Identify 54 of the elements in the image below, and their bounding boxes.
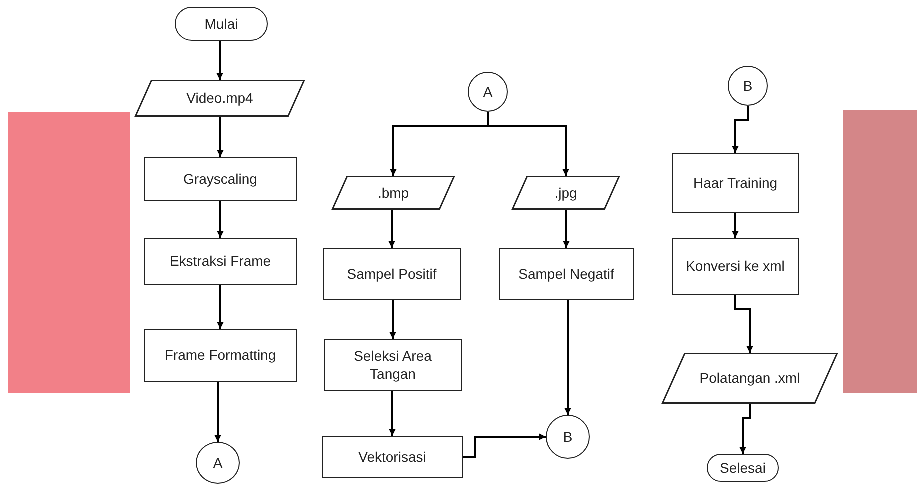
- arrow: [217, 285, 224, 329]
- data-parallelogram: [332, 176, 455, 210]
- data-parallelogram: [135, 80, 305, 117]
- arrow: [216, 41, 224, 80]
- terminal-shape: [175, 7, 268, 41]
- arrow: [214, 382, 222, 442]
- connector-circle: [468, 72, 508, 112]
- node-label: Polatangan .xml: [700, 369, 800, 388]
- arrow: [740, 404, 751, 454]
- connector-circle: [546, 415, 590, 459]
- process-box: [144, 157, 297, 201]
- arrow: [487, 112, 570, 176]
- node-label: Sampel Negatif: [518, 264, 614, 284]
- node-label: B: [743, 76, 753, 96]
- node-label: Konversi ke xml: [686, 257, 785, 276]
- connector-circle: [196, 442, 240, 484]
- node-label: B: [563, 428, 573, 446]
- terminal-shape: [707, 454, 779, 482]
- node-label: .bmp: [378, 184, 410, 202]
- process-box: [324, 339, 462, 391]
- arrow: [390, 300, 396, 339]
- node-label: A: [213, 454, 223, 472]
- node-label: Seleksi Area Tangan: [353, 346, 433, 384]
- node-label: Vektorisasi: [358, 448, 426, 466]
- node-label: Mulai: [204, 14, 238, 34]
- process-box: [323, 248, 461, 300]
- data-parallelogram: [512, 176, 620, 210]
- node-label: Sampel Positif: [347, 264, 437, 284]
- arrow: [463, 434, 546, 458]
- process-box: [322, 436, 463, 478]
- arrow: [217, 201, 224, 238]
- arrow: [732, 213, 739, 238]
- arrow: [563, 210, 570, 248]
- arrow: [217, 117, 224, 157]
- node-label: Selesai: [720, 458, 766, 478]
- node-label: A: [483, 82, 493, 102]
- process-box: [672, 238, 799, 295]
- node-label: Grayscaling: [184, 170, 258, 188]
- arrow: [389, 391, 396, 436]
- connector-circle: [728, 66, 768, 106]
- node-label: Ekstraksi Frame: [170, 252, 272, 271]
- node-label: Haar Training: [693, 174, 778, 192]
- arrow: [388, 210, 396, 248]
- process-box: [144, 329, 297, 382]
- node-label: Video.mp4: [186, 89, 254, 108]
- node-label: Frame Formatting: [164, 346, 276, 365]
- arrow: [732, 106, 749, 153]
- node-label: .jpg: [554, 184, 578, 202]
- process-box: [499, 248, 634, 300]
- process-box: [672, 153, 799, 213]
- process-box: [144, 238, 297, 285]
- arrow: [564, 300, 572, 415]
- arrow: [734, 295, 754, 353]
- data-parallelogram: [662, 353, 838, 404]
